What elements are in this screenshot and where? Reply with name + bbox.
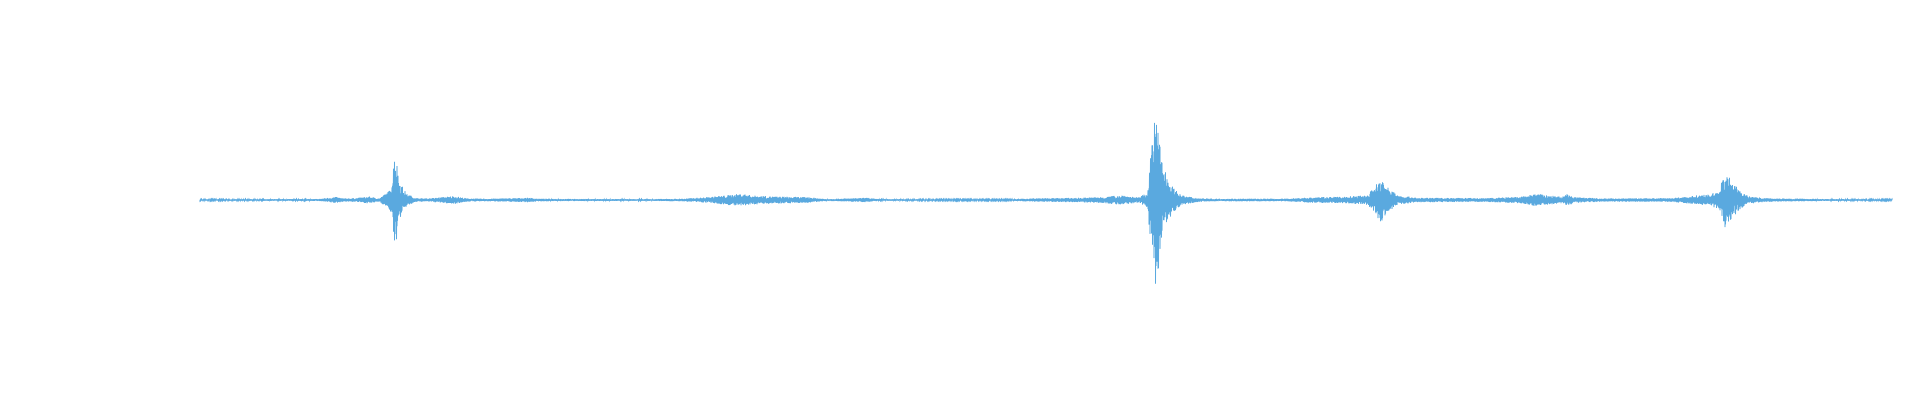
waveform-trace: [199, 122, 1893, 284]
